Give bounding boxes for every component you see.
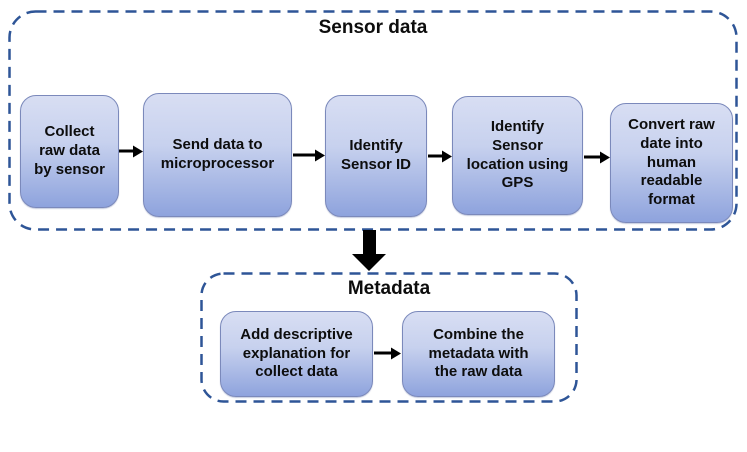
arrow-right-icon [374,347,401,360]
step-label: Convert raw date into human readable for… [628,115,715,209]
step-label: Add descriptive explanation for collect … [240,325,353,381]
arrow-right-icon [293,149,325,162]
arrow-down-icon [352,230,386,271]
step-convert-readable: Convert raw date into human readable for… [610,103,733,223]
step-add-descriptive-explanation: Add descriptive explanation for collect … [220,311,373,397]
step-collect-raw-data: Collect raw data by sensor [20,95,119,208]
metadata-section-title: Metadata [347,278,431,299]
sensor-section-title: Sensor data [318,17,428,38]
step-label: Combine the metadata with the raw data [428,325,529,381]
step-identify-sensor-id: Identify Sensor ID [325,95,427,217]
arrow-right-icon [119,145,143,158]
step-label: Identify Sensor location using GPS [466,117,569,192]
step-label: Identify Sensor ID [340,137,412,173]
step-send-to-microprocessor: Send data to microprocessor [143,93,292,217]
arrow-right-icon [428,150,452,163]
arrow-right-icon [584,151,610,164]
step-label: Collect raw data by sensor [34,123,105,178]
step-identify-location-gps: Identify Sensor location using GPS [452,96,583,215]
step-combine-metadata: Combine the metadata with the raw data [402,311,555,397]
step-label: Send data to microprocessor [160,136,275,172]
